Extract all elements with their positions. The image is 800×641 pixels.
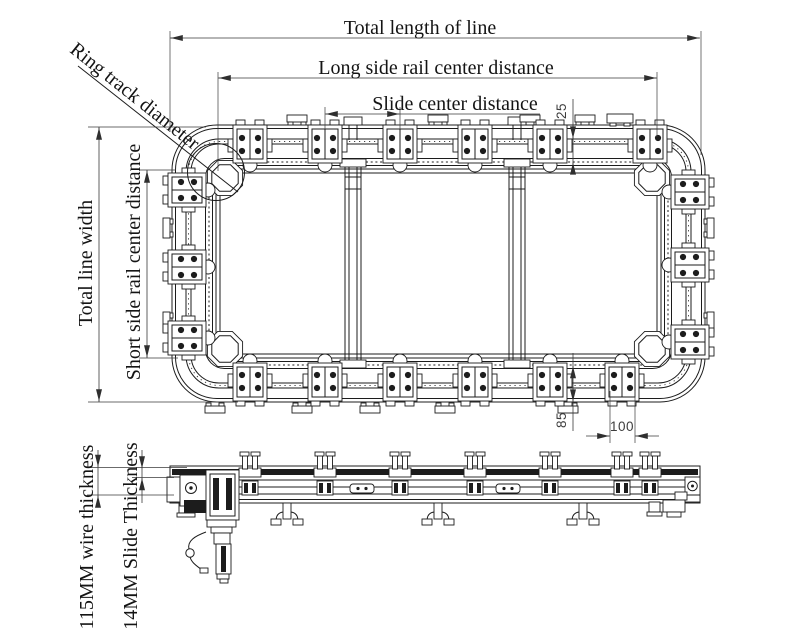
dim-label-wire-thickness: 115MM wire thickness: [76, 444, 98, 629]
ring-chain: [208, 161, 669, 366]
dimension-slide-thickness: 14MM Slide Thickness: [120, 442, 174, 630]
dimension-long-side-rail: Long side rail center distance: [217, 57, 658, 171]
dim-label-85: 85: [554, 412, 569, 428]
support-foot: [421, 502, 455, 526]
top-view: Ring track diameter Total length of line…: [66, 17, 715, 443]
slide-carriage: [452, 119, 498, 173]
slide-carriage: [661, 242, 715, 288]
ring-track-circle: [187, 143, 245, 201]
drive-cable: [188, 531, 207, 550]
dimension-total-width: Total line width: [75, 126, 238, 403]
dim-label-100: 100: [610, 419, 634, 434]
dim-label-slide-center: Slide center distance: [372, 93, 538, 115]
side-link-plates: [349, 483, 521, 494]
dimension-total-length: Total length of line: [169, 17, 702, 155]
dim-label-ring-track-diameter: Ring track diameter: [66, 38, 204, 154]
dim-label-slide-thickness: 14MM Slide Thickness: [120, 442, 142, 630]
dimension-100: 100: [586, 391, 659, 443]
dim-label-total-width: Total line width: [75, 200, 97, 326]
dim-label-short-side-rail: Short side rail center distance: [123, 144, 145, 381]
dimension-wire-thickness: 115MM wire thickness: [76, 444, 187, 629]
dimension-slide-center: Slide center distance: [324, 93, 540, 129]
dim-label-25: 25: [554, 103, 569, 119]
side-carriage-blocks: [241, 480, 659, 496]
slide-carriage: [527, 119, 573, 173]
rail-fastener-ticks: [188, 141, 689, 386]
slide-carriage: [162, 244, 216, 290]
side-rail-end-cap: [662, 476, 701, 518]
dimension-25: 25: [554, 99, 576, 175]
slide-carriages: [162, 119, 715, 407]
dim-label-long-side-rail: Long side rail center distance: [318, 57, 554, 79]
support-foot: [566, 502, 600, 526]
support-feet: [176, 501, 663, 526]
dimension-short-side-rail: Short side rail center distance: [123, 144, 178, 381]
support-foot: [270, 502, 304, 526]
side-view: 115MM wire thickness 14MM Slide Thicknes…: [76, 442, 701, 630]
corner-guides: [206, 159, 671, 368]
drive-unit: [166, 469, 240, 584]
dimension-85: 85: [554, 353, 576, 431]
dim-label-total-length: Total length of line: [344, 17, 497, 39]
mounting-tabs: [162, 113, 715, 414]
cross-brace-left: [339, 116, 367, 369]
cross-brace-right: [503, 116, 531, 369]
ring-track-leader-line: [77, 65, 239, 193]
